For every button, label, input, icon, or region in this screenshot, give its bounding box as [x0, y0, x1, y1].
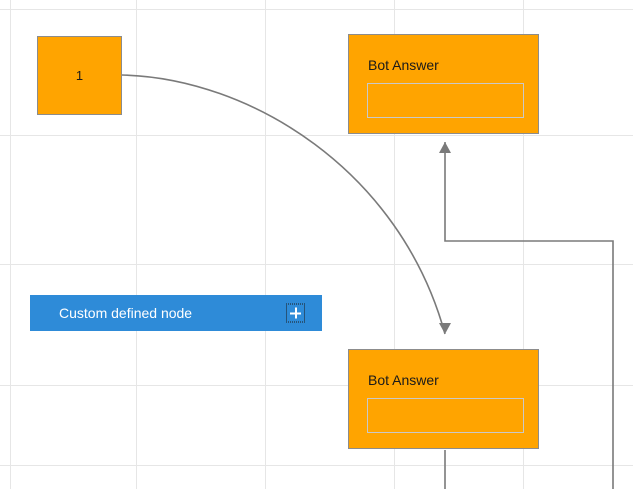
bot-answer-bottom-slot[interactable]: [367, 398, 524, 433]
plus-icon-vertical-bar: [294, 307, 297, 319]
plus-icon[interactable]: [286, 303, 305, 323]
bot-answer-node-top[interactable]: Bot Answer: [348, 34, 539, 134]
bot-answer-bottom-title: Bot Answer: [368, 372, 439, 388]
bot-answer-top-title: Bot Answer: [368, 57, 439, 73]
flow-node-1[interactable]: 1: [37, 36, 122, 115]
palette-item-custom-defined-node[interactable]: Custom defined node: [30, 295, 322, 331]
bot-answer-top-slot[interactable]: [367, 83, 524, 118]
bot-answer-node-bottom[interactable]: Bot Answer: [348, 349, 539, 449]
flow-node-1-label: 1: [75, 68, 84, 83]
palette-item-label: Custom defined node: [59, 305, 193, 321]
